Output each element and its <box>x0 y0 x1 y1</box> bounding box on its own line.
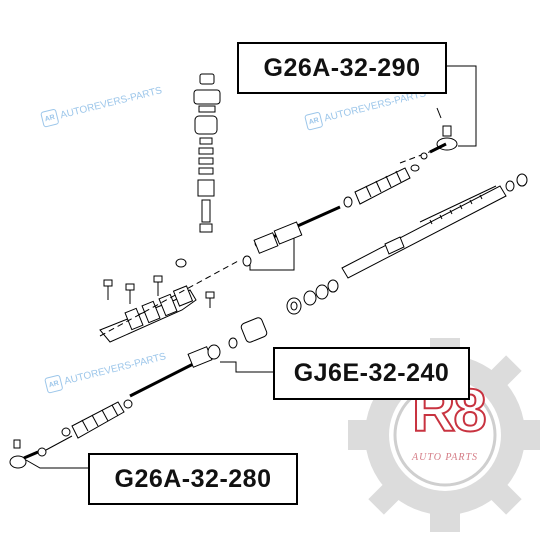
lower-boot <box>45 399 133 451</box>
outer-tie-rod-end-lower <box>9 439 47 469</box>
part-number-callout-upper: G26A-32-290 <box>237 42 447 94</box>
leader-240-lower <box>220 361 273 373</box>
leader-lines <box>25 65 477 469</box>
part-number-callout-lower: G26A-32-280 <box>88 453 298 505</box>
rack-housing <box>99 259 241 343</box>
seal-rings <box>286 279 339 315</box>
inner-tie-rod-upper <box>242 196 353 267</box>
leader-240-upper <box>249 236 295 271</box>
outer-tie-rod-end-upper <box>420 107 458 160</box>
part-number-callout-middle: GJ6E-32-240 <box>273 347 470 400</box>
r8-brand-tagline: AUTO PARTS <box>412 452 479 463</box>
inner-tie-rod-lower <box>129 317 268 398</box>
rack-shaft <box>341 173 528 279</box>
leader-290 <box>447 65 477 147</box>
leader-280 <box>25 459 88 469</box>
pinion-column <box>175 73 221 268</box>
